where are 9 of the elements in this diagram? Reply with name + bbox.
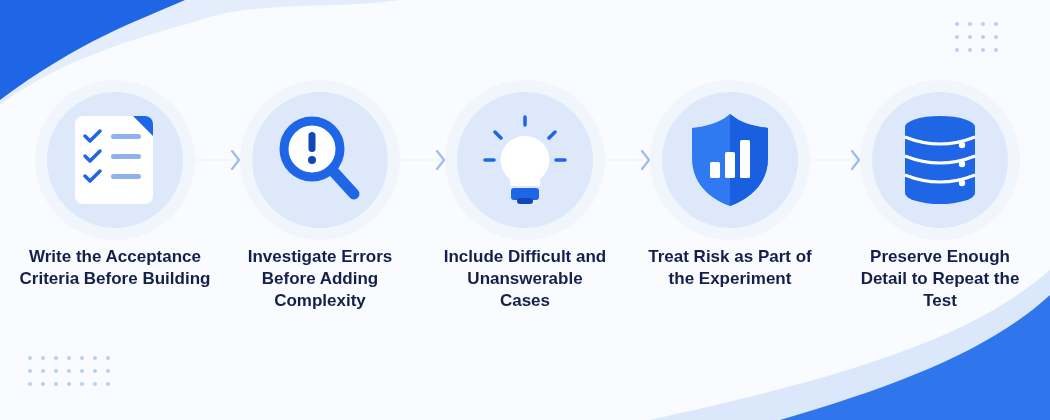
chevron-arrow — [809, 149, 861, 171]
chevron-arrow — [194, 149, 241, 171]
step-label: Include Difficult and Unanswerable Cases — [442, 246, 608, 312]
step-label: Treat Risk as Part of the Experiment — [647, 246, 813, 290]
chevron-arrow — [604, 149, 651, 171]
step-label: Investigate Errors Before Adding Complexity — [246, 246, 394, 312]
step-label: Write the Acceptance Criteria Before Building — [18, 246, 212, 290]
chevron-arrow — [399, 149, 446, 171]
step-label: Preserve Enough Detail to Repeat the Test — [859, 246, 1021, 312]
